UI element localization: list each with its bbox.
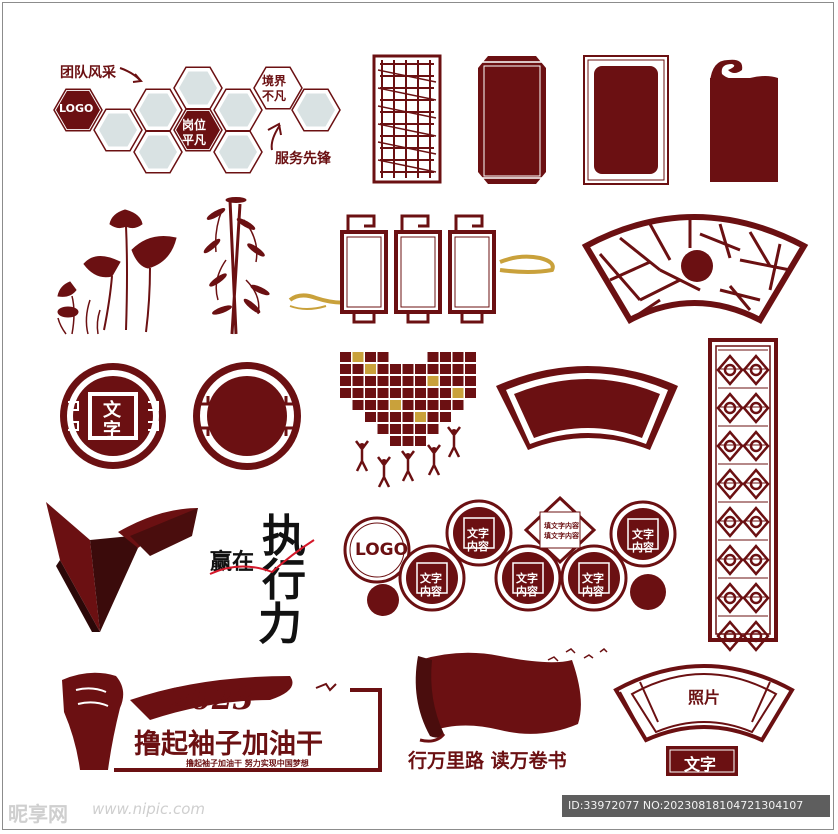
id-text: ID:33972077 NO:20230818104721304107 xyxy=(568,799,804,812)
circle-item-3: 文字 内容 xyxy=(516,572,538,598)
badge-text-bottom: 字 xyxy=(103,420,121,441)
url-watermark: www.nipic.com xyxy=(92,800,206,818)
fan-photo-text: 照片 xyxy=(688,688,721,707)
circle-item-1: 文字 内容 xyxy=(467,527,489,553)
slogan-main: 撸起袖子加油干 xyxy=(134,729,323,760)
lotus-plant-graphic xyxy=(57,209,177,335)
round-text-badge xyxy=(60,363,166,469)
team-title: 团队风采 xyxy=(60,65,116,81)
site-watermark: 昵享网 xyxy=(8,802,68,826)
scroll-text: 行万里路 读万卷书 xyxy=(408,750,567,772)
team-logo: LOGO xyxy=(59,102,94,115)
fan-lattice-window xyxy=(581,214,809,324)
scroll-flag xyxy=(415,648,608,743)
fan-plaque-text: 文字 xyxy=(684,755,717,774)
circle-item-4: 文字 内容 xyxy=(582,572,604,598)
circle-logo-text: LOGO xyxy=(355,540,409,560)
cloud-top-panel xyxy=(710,59,778,182)
octagon-frame-panel xyxy=(478,56,546,184)
slogan-sub: 撸起袖子加油干 努力实现中国梦想 xyxy=(186,759,309,768)
circle-item-5: 文字 内容 xyxy=(632,528,654,554)
tall-lattice-panel xyxy=(708,338,778,652)
exec-big-3: 力 xyxy=(258,599,302,650)
3d-v-sign xyxy=(46,502,198,632)
badge-text-top: 文 xyxy=(103,400,121,421)
team-bottom-text: 服务先锋 xyxy=(275,151,331,167)
exec-big-2: 行 xyxy=(262,555,306,606)
framed-panel xyxy=(583,55,669,185)
heart-photo-wall xyxy=(340,352,476,488)
fan-frame-solid xyxy=(496,366,678,450)
hanging-scroll-banners xyxy=(288,214,555,324)
exec-big-1: 执 xyxy=(262,511,306,562)
lattice-panel-square xyxy=(372,54,442,184)
id-box xyxy=(562,795,830,817)
slogan-year: 2023 xyxy=(170,682,254,717)
fist-slogan-sign xyxy=(62,672,382,772)
fan-photo-frame xyxy=(613,664,795,776)
circle-item-2: 文字 内容 xyxy=(420,572,442,598)
diamond-text: 填文字内容 填文字内容 xyxy=(544,522,579,540)
team-right-text: 境界 不凡 xyxy=(262,74,287,103)
round-frame-solid xyxy=(193,362,301,470)
circle-sign-cluster xyxy=(343,495,677,616)
team-center-text: 岗位 平凡 xyxy=(182,118,207,147)
bamboo-graphic xyxy=(203,197,270,335)
